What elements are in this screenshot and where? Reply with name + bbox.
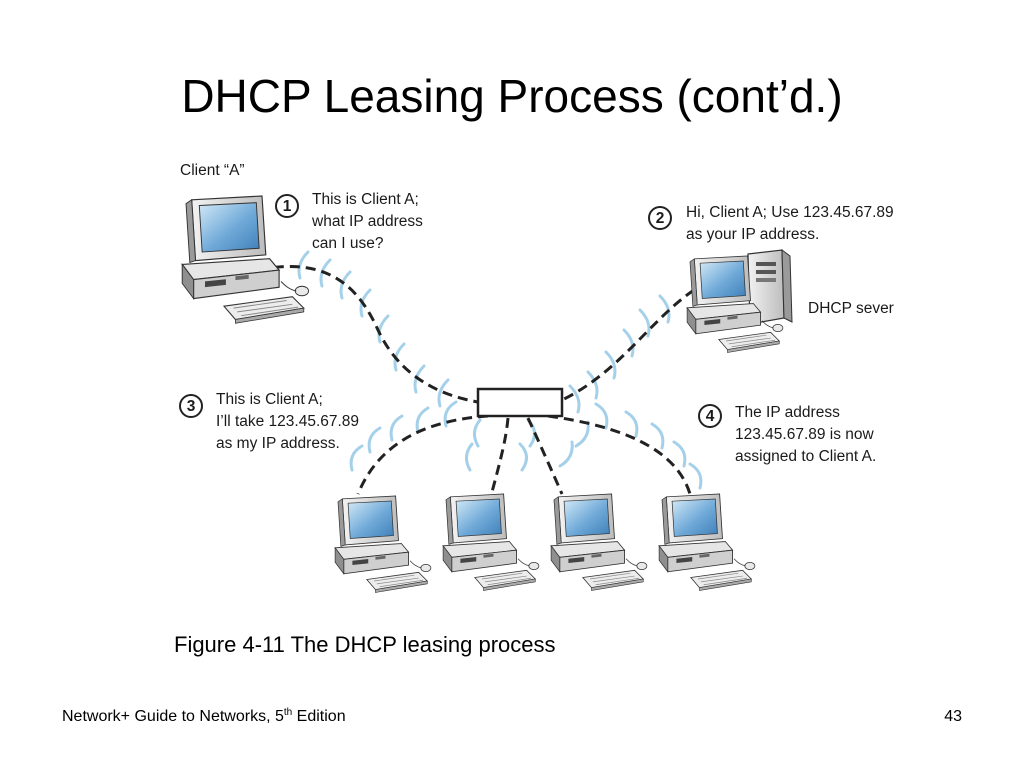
cable-dhcp-server xyxy=(561,288,695,402)
step-4-line-2: 123.45.67.89 is now xyxy=(735,426,875,443)
lan-pc-4 xyxy=(658,493,756,591)
step-3-number: 3 xyxy=(187,398,196,415)
step-4-number: 4 xyxy=(706,408,715,425)
cable-pc-2 xyxy=(490,417,510,493)
figure-caption: Figure 4-11 The DHCP leasing process xyxy=(174,632,556,657)
step-3: 3 This is Client A; I’ll take 123.45.67.… xyxy=(179,391,359,452)
lan-pc-1 xyxy=(334,495,432,593)
step-4: 4 The IP address 123.45.67.89 is now ass… xyxy=(698,404,876,465)
step-2-number: 2 xyxy=(656,210,665,227)
cable-pc-1 xyxy=(356,414,489,495)
network-cables xyxy=(257,264,695,495)
step-1-line-2: what IP address xyxy=(311,213,423,230)
signal-waves xyxy=(297,250,703,490)
step-2: 2 Hi, Client A; Use 123.45.67.89 as your… xyxy=(648,204,894,243)
step-1-line-3: can I use? xyxy=(312,235,384,252)
cable-client-a xyxy=(257,264,479,404)
lan-pc-3 xyxy=(550,493,648,591)
client-a-label: Client “A” xyxy=(180,162,245,179)
lan-pc-2 xyxy=(442,493,540,591)
dhcp-server-computer xyxy=(686,248,793,353)
footer-title-superscript: th xyxy=(283,707,293,718)
step-2-line-2: as your IP address. xyxy=(686,226,819,243)
step-3-line-1: This is Client A; xyxy=(216,391,323,408)
footer-book-title: Network+ Guide to Networks, 5th Edition xyxy=(62,707,346,727)
slide-title: DHCP Leasing Process (cont’d.) xyxy=(181,70,843,122)
footer-title-prefix: Network+ Guide to Networks, 5 xyxy=(62,708,284,725)
step-2-line-1: Hi, Client A; Use 123.45.67.89 xyxy=(686,204,894,221)
step-1: 1 This is Client A; what IP address can … xyxy=(275,191,423,252)
step-4-line-3: assigned to Client A. xyxy=(735,448,876,465)
step-3-line-2: I’ll take 123.45.67.89 xyxy=(216,413,359,430)
page-number: 43 xyxy=(944,708,962,725)
dhcp-server-label: DHCP sever xyxy=(808,300,894,317)
cable-pc-3 xyxy=(526,417,564,495)
step-4-line-1: The IP address xyxy=(735,404,840,421)
step-1-number: 1 xyxy=(283,198,292,215)
cable-pc-4 xyxy=(547,414,692,495)
network-hub xyxy=(476,387,564,418)
footer-title-suffix: Edition xyxy=(292,708,346,725)
step-3-line-3: as my IP address. xyxy=(216,435,340,452)
step-1-line-1: This is Client A; xyxy=(312,191,419,208)
